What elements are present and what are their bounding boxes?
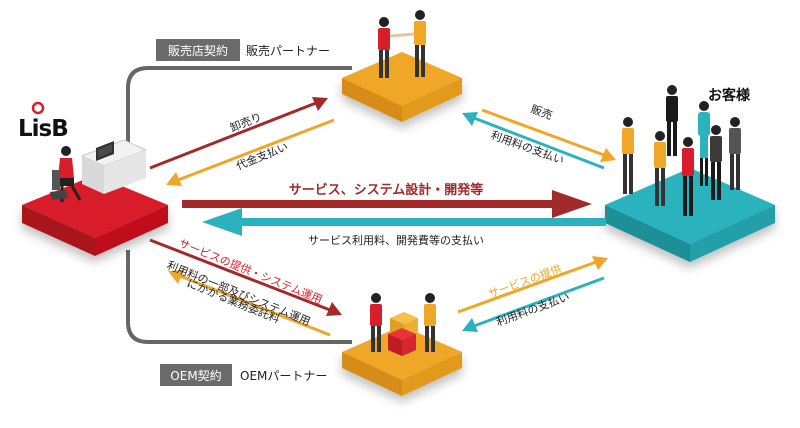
arrow-service-provision-ops-head xyxy=(326,302,342,316)
arrow-services-dev-head xyxy=(552,190,592,218)
oem-people-boxes xyxy=(370,293,436,356)
label-services-dev: サービス、システム設計・開発等 xyxy=(289,182,484,198)
lisb-logo-text: LisB xyxy=(18,116,68,142)
arrow-usage-payment-top-head xyxy=(462,112,478,126)
arrow-services-dev xyxy=(182,200,554,208)
oem-badge-bg xyxy=(160,364,232,386)
reseller-badge-bg xyxy=(156,39,240,61)
reseller-badge-text: 販売店契約 xyxy=(168,43,228,58)
oem-title: OEMパートナー xyxy=(240,369,327,383)
lisb-logo: LisB xyxy=(18,101,69,142)
connector-line-bottom xyxy=(126,250,352,344)
arrow-usage-payment-bottom xyxy=(473,276,605,328)
oem-badge-text: OEM契約 xyxy=(170,368,221,383)
arrow-usage-dev-payment xyxy=(240,218,606,226)
arrow-sales xyxy=(481,108,605,157)
arrow-usage-dev-payment-head xyxy=(202,208,242,236)
customers-title: お客様 xyxy=(708,87,751,104)
office-desk-illustration xyxy=(50,139,148,202)
arrow-usage-payment-bottom-head xyxy=(462,318,478,332)
arrow-service-provision-head xyxy=(592,256,608,270)
arrow-partial-fee xyxy=(179,274,331,337)
arrow-partial-fee-head xyxy=(168,270,184,284)
arrow-usage-payment-top xyxy=(473,116,605,170)
arrow-service-provision xyxy=(457,260,597,314)
arrow-sales-head xyxy=(600,148,616,162)
reseller-title: 販売パートナー xyxy=(246,43,330,58)
arrow-wholesale-head xyxy=(312,97,328,111)
arrow-agency-payment xyxy=(177,118,335,182)
label-usage-dev-payment: サービス利用料、開発費等の支払い xyxy=(308,233,484,247)
lisb-platform xyxy=(22,175,168,256)
connector-line-top xyxy=(126,66,352,180)
handshake-people-top xyxy=(378,10,426,78)
label-sales: 販売 xyxy=(529,103,554,123)
arrow-wholesale xyxy=(149,101,317,170)
customer-group xyxy=(622,85,741,216)
arrow-service-provision-ops xyxy=(149,238,331,312)
arrow-agency-payment-head xyxy=(166,172,182,186)
reseller-platform xyxy=(342,52,462,122)
